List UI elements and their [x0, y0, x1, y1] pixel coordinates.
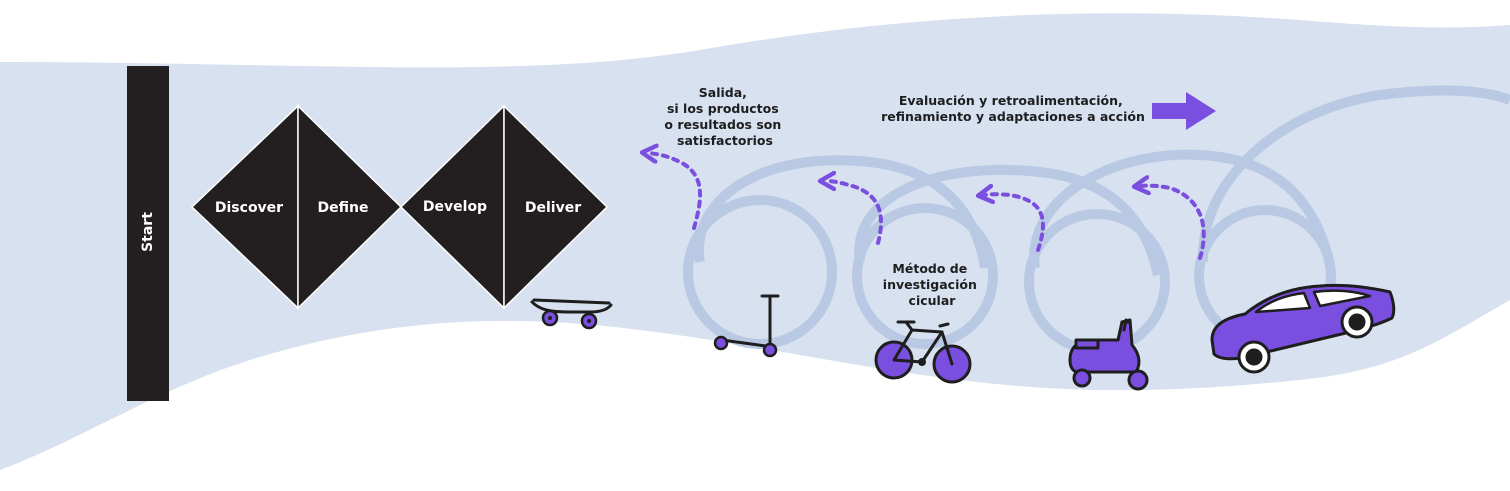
feedback-note-line: Evaluación y retroalimentación,	[899, 93, 1123, 108]
process-band	[0, 13, 1510, 470]
loop-ring	[852, 203, 998, 349]
feedback-arrow-icon	[1152, 92, 1216, 130]
phase-label-deliver: Deliver	[525, 200, 581, 216]
phase-label-define: Define	[318, 200, 369, 216]
feedback-note-line: refinamiento y adaptaciones a acción	[881, 109, 1145, 124]
define-phase	[297, 104, 403, 310]
method-note-line: Método de	[892, 261, 967, 276]
exit-note-line: satisfactorios	[677, 133, 773, 148]
exit-note: Salida, si los productos o resultados so…	[664, 85, 785, 148]
deliver-phase	[503, 104, 609, 310]
method-note-line: cicular	[909, 293, 957, 308]
start-label: Start	[140, 212, 156, 252]
phase-label-develop: Develop	[423, 199, 487, 215]
exit-arrow-icon	[826, 181, 883, 245]
double-diamond	[190, 104, 609, 310]
start-bar	[127, 66, 169, 401]
exit-note-line: Salida,	[699, 85, 747, 100]
phase-label-discover: Discover	[215, 200, 283, 216]
method-note: Método de investigación cicular	[883, 261, 981, 308]
feedback-note: Evaluación y retroalimentación, refinami…	[881, 93, 1145, 124]
exit-arrow-icon	[1140, 186, 1206, 260]
exit-arrow-icon	[984, 194, 1045, 252]
motor-scooter-icon	[1068, 318, 1149, 391]
exit-note-line: si los productos	[667, 101, 779, 116]
loop-connector	[854, 164, 1163, 277]
loop-connector	[694, 155, 990, 269]
bicycle-icon	[874, 320, 972, 384]
loop-connector	[1029, 149, 1335, 269]
skateboard-icon	[530, 298, 613, 330]
exit-arrow-icon	[648, 153, 703, 230]
loop-connector	[1197, 85, 1510, 263]
kick-scooter-icon	[713, 294, 780, 358]
exit-note-line: o resultados son	[664, 117, 781, 132]
method-note-line: investigación	[883, 277, 977, 292]
car-icon	[1210, 283, 1396, 374]
